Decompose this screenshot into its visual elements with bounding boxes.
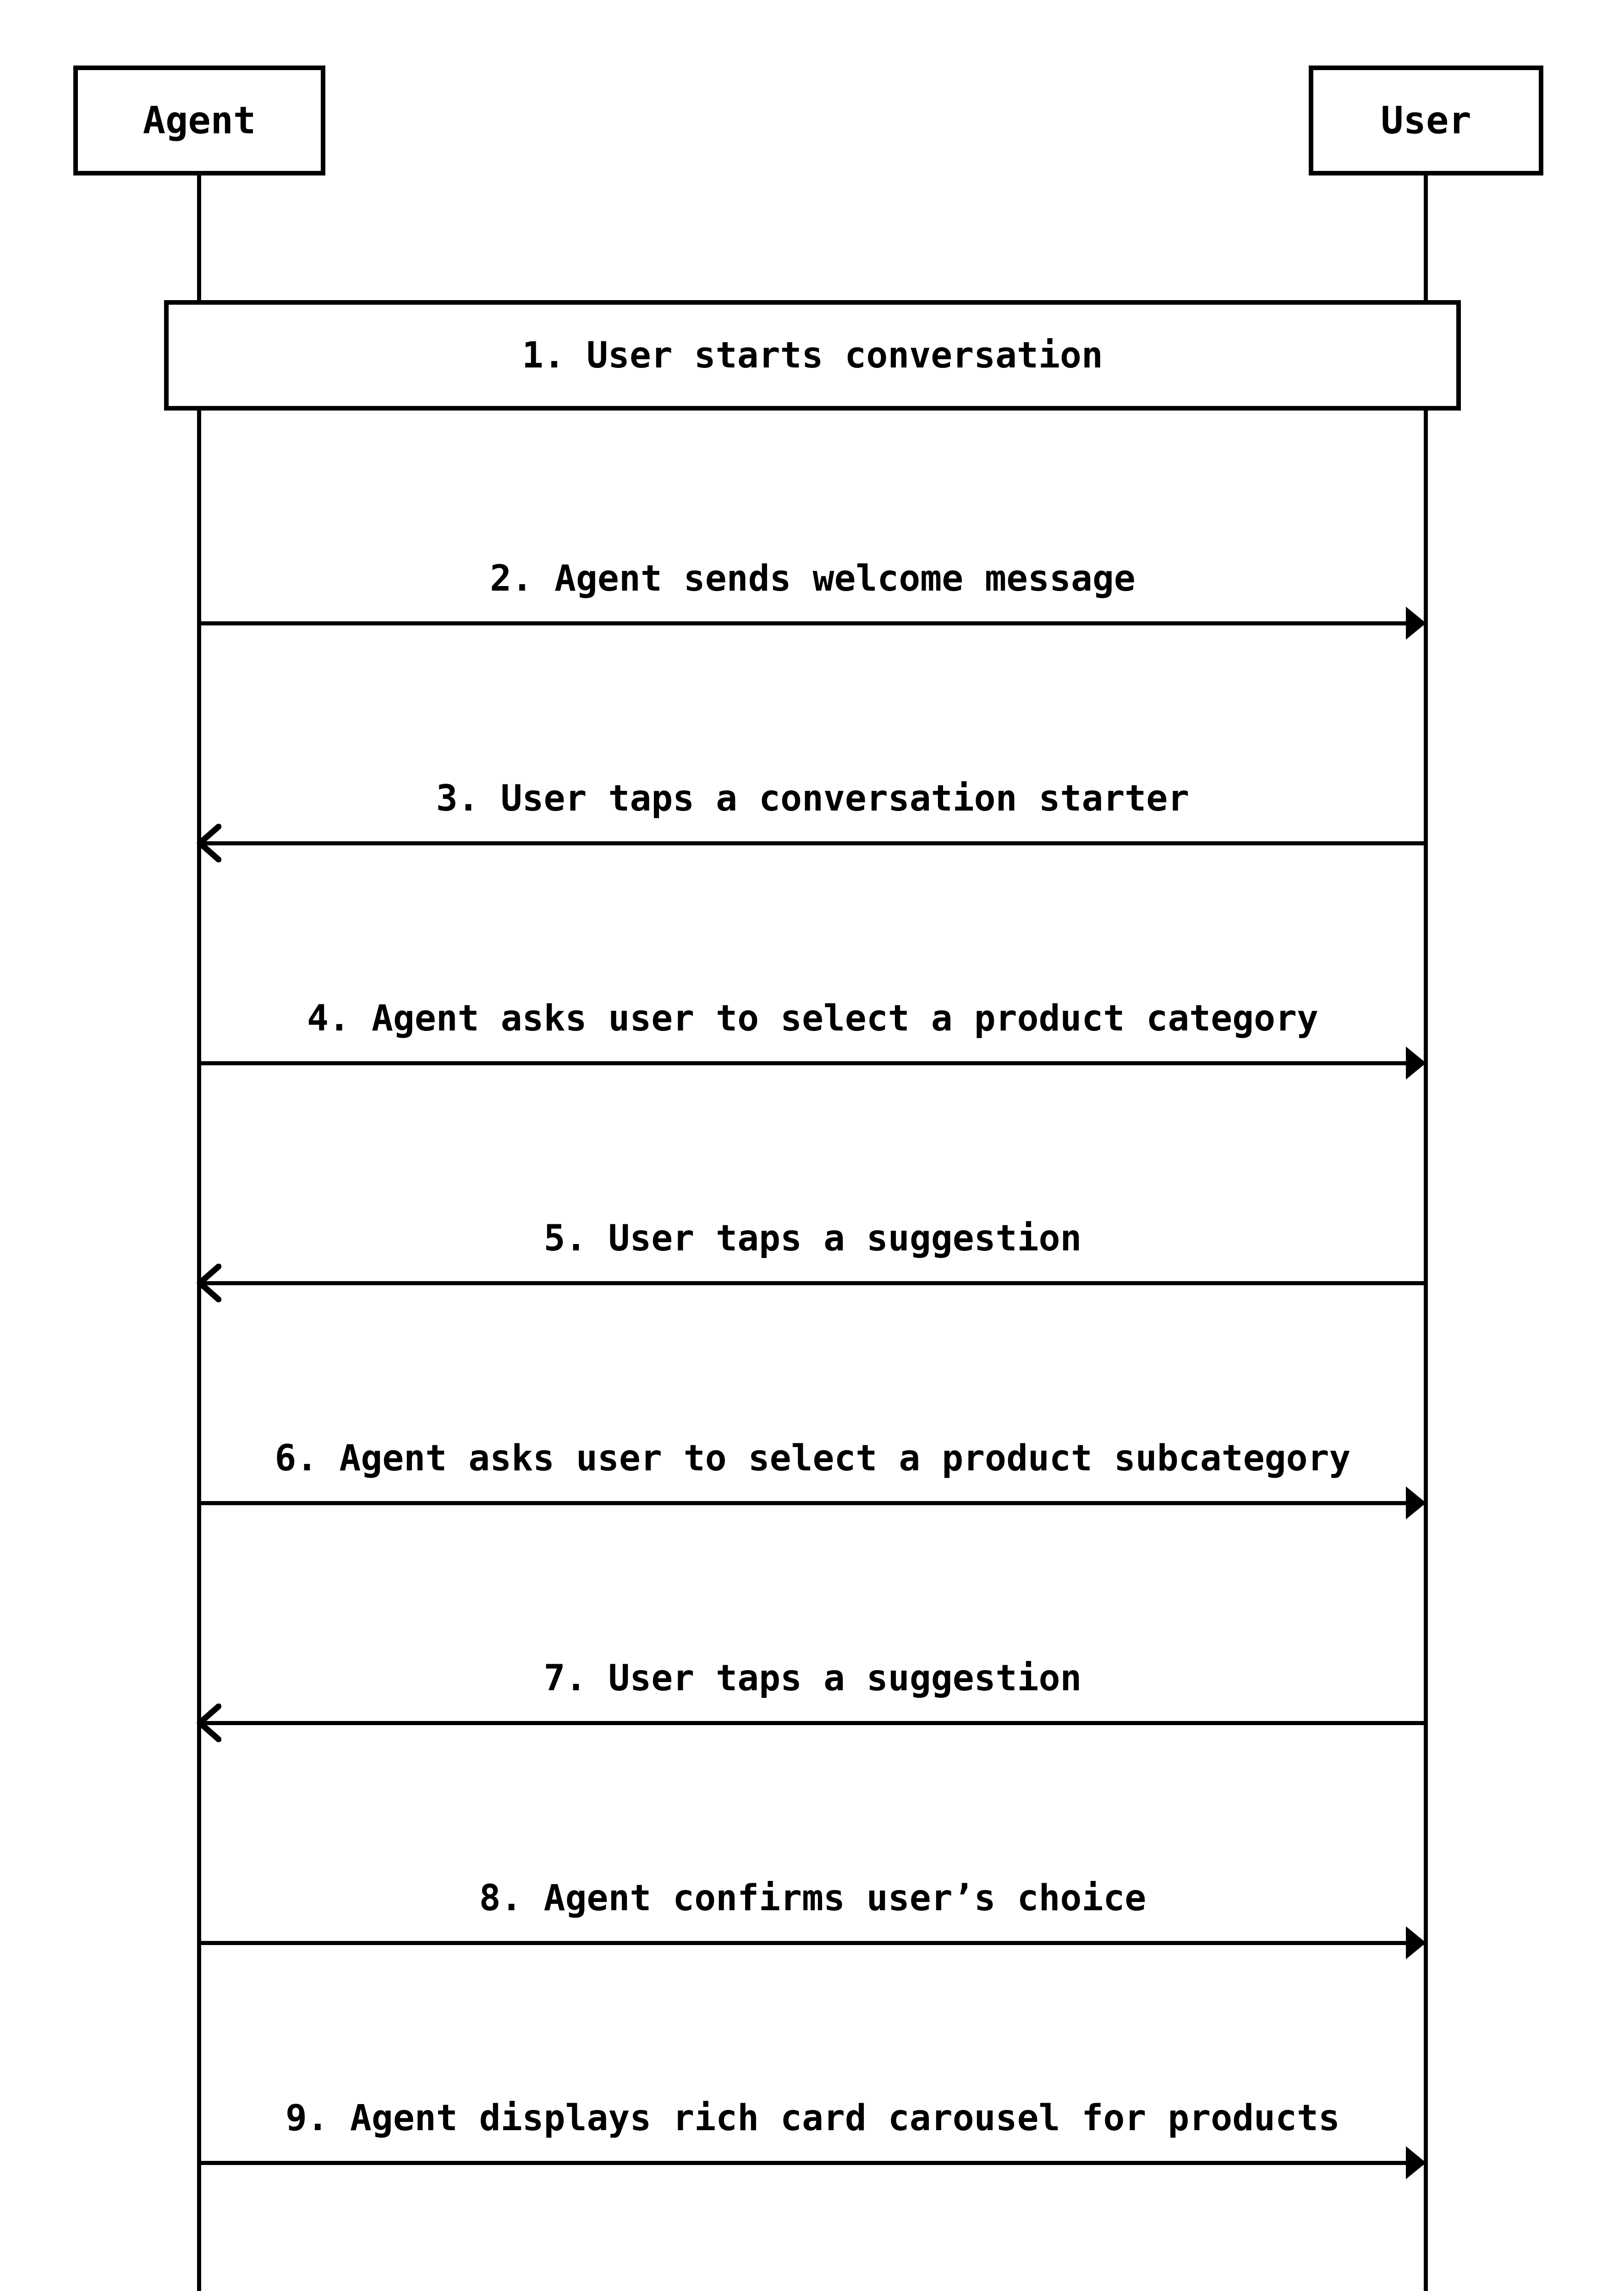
message-arrow-line	[199, 1721, 1426, 1725]
arrowhead-right-icon	[1406, 607, 1426, 640]
note-box: 1. User starts conversation	[164, 300, 1461, 411]
lifeline-user	[1424, 175, 1428, 2291]
arrowhead-right-icon	[1406, 2146, 1426, 2179]
message-label: 7. User taps a suggestion	[543, 1658, 1082, 1699]
actor-box-user-top: User	[1309, 66, 1543, 175]
arrowhead-open-left-icon	[197, 1704, 221, 1742]
message-label: 5. User taps a suggestion	[543, 1218, 1082, 1260]
actor-label-user: User	[1381, 99, 1471, 143]
message-arrow-line	[199, 841, 1426, 845]
message-label: 2. Agent sends welcome message	[490, 558, 1136, 600]
message-label: 3. User taps a conversation starter	[436, 778, 1190, 820]
actor-box-agent-top: Agent	[73, 66, 325, 175]
message-label: 8. Agent confirms user’s choice	[479, 1878, 1147, 1919]
arrowhead-open-left-icon	[197, 824, 221, 862]
arrowhead-open-left-icon	[197, 1264, 221, 1302]
message-label: 9. Agent displays rich card carousel for…	[285, 2098, 1340, 2139]
message-arrow-line	[199, 621, 1426, 625]
message-arrow-line	[199, 1061, 1426, 1065]
arrowhead-right-icon	[1406, 1047, 1426, 1080]
message-arrow-line	[199, 1281, 1426, 1285]
note-label: 1. User starts conversation	[522, 334, 1103, 376]
lifeline-agent	[197, 175, 201, 2291]
message-arrow-line	[199, 1501, 1426, 1505]
arrowhead-right-icon	[1406, 1486, 1426, 1519]
message-arrow-line	[199, 1941, 1426, 1945]
message-label: 4. Agent asks user to select a product c…	[307, 998, 1319, 1040]
arrowhead-right-icon	[1406, 1926, 1426, 1959]
message-arrow-line	[199, 2161, 1426, 2165]
actor-label-agent: Agent	[143, 99, 256, 143]
message-label: 6. Agent asks user to select a product s…	[274, 1438, 1351, 1480]
